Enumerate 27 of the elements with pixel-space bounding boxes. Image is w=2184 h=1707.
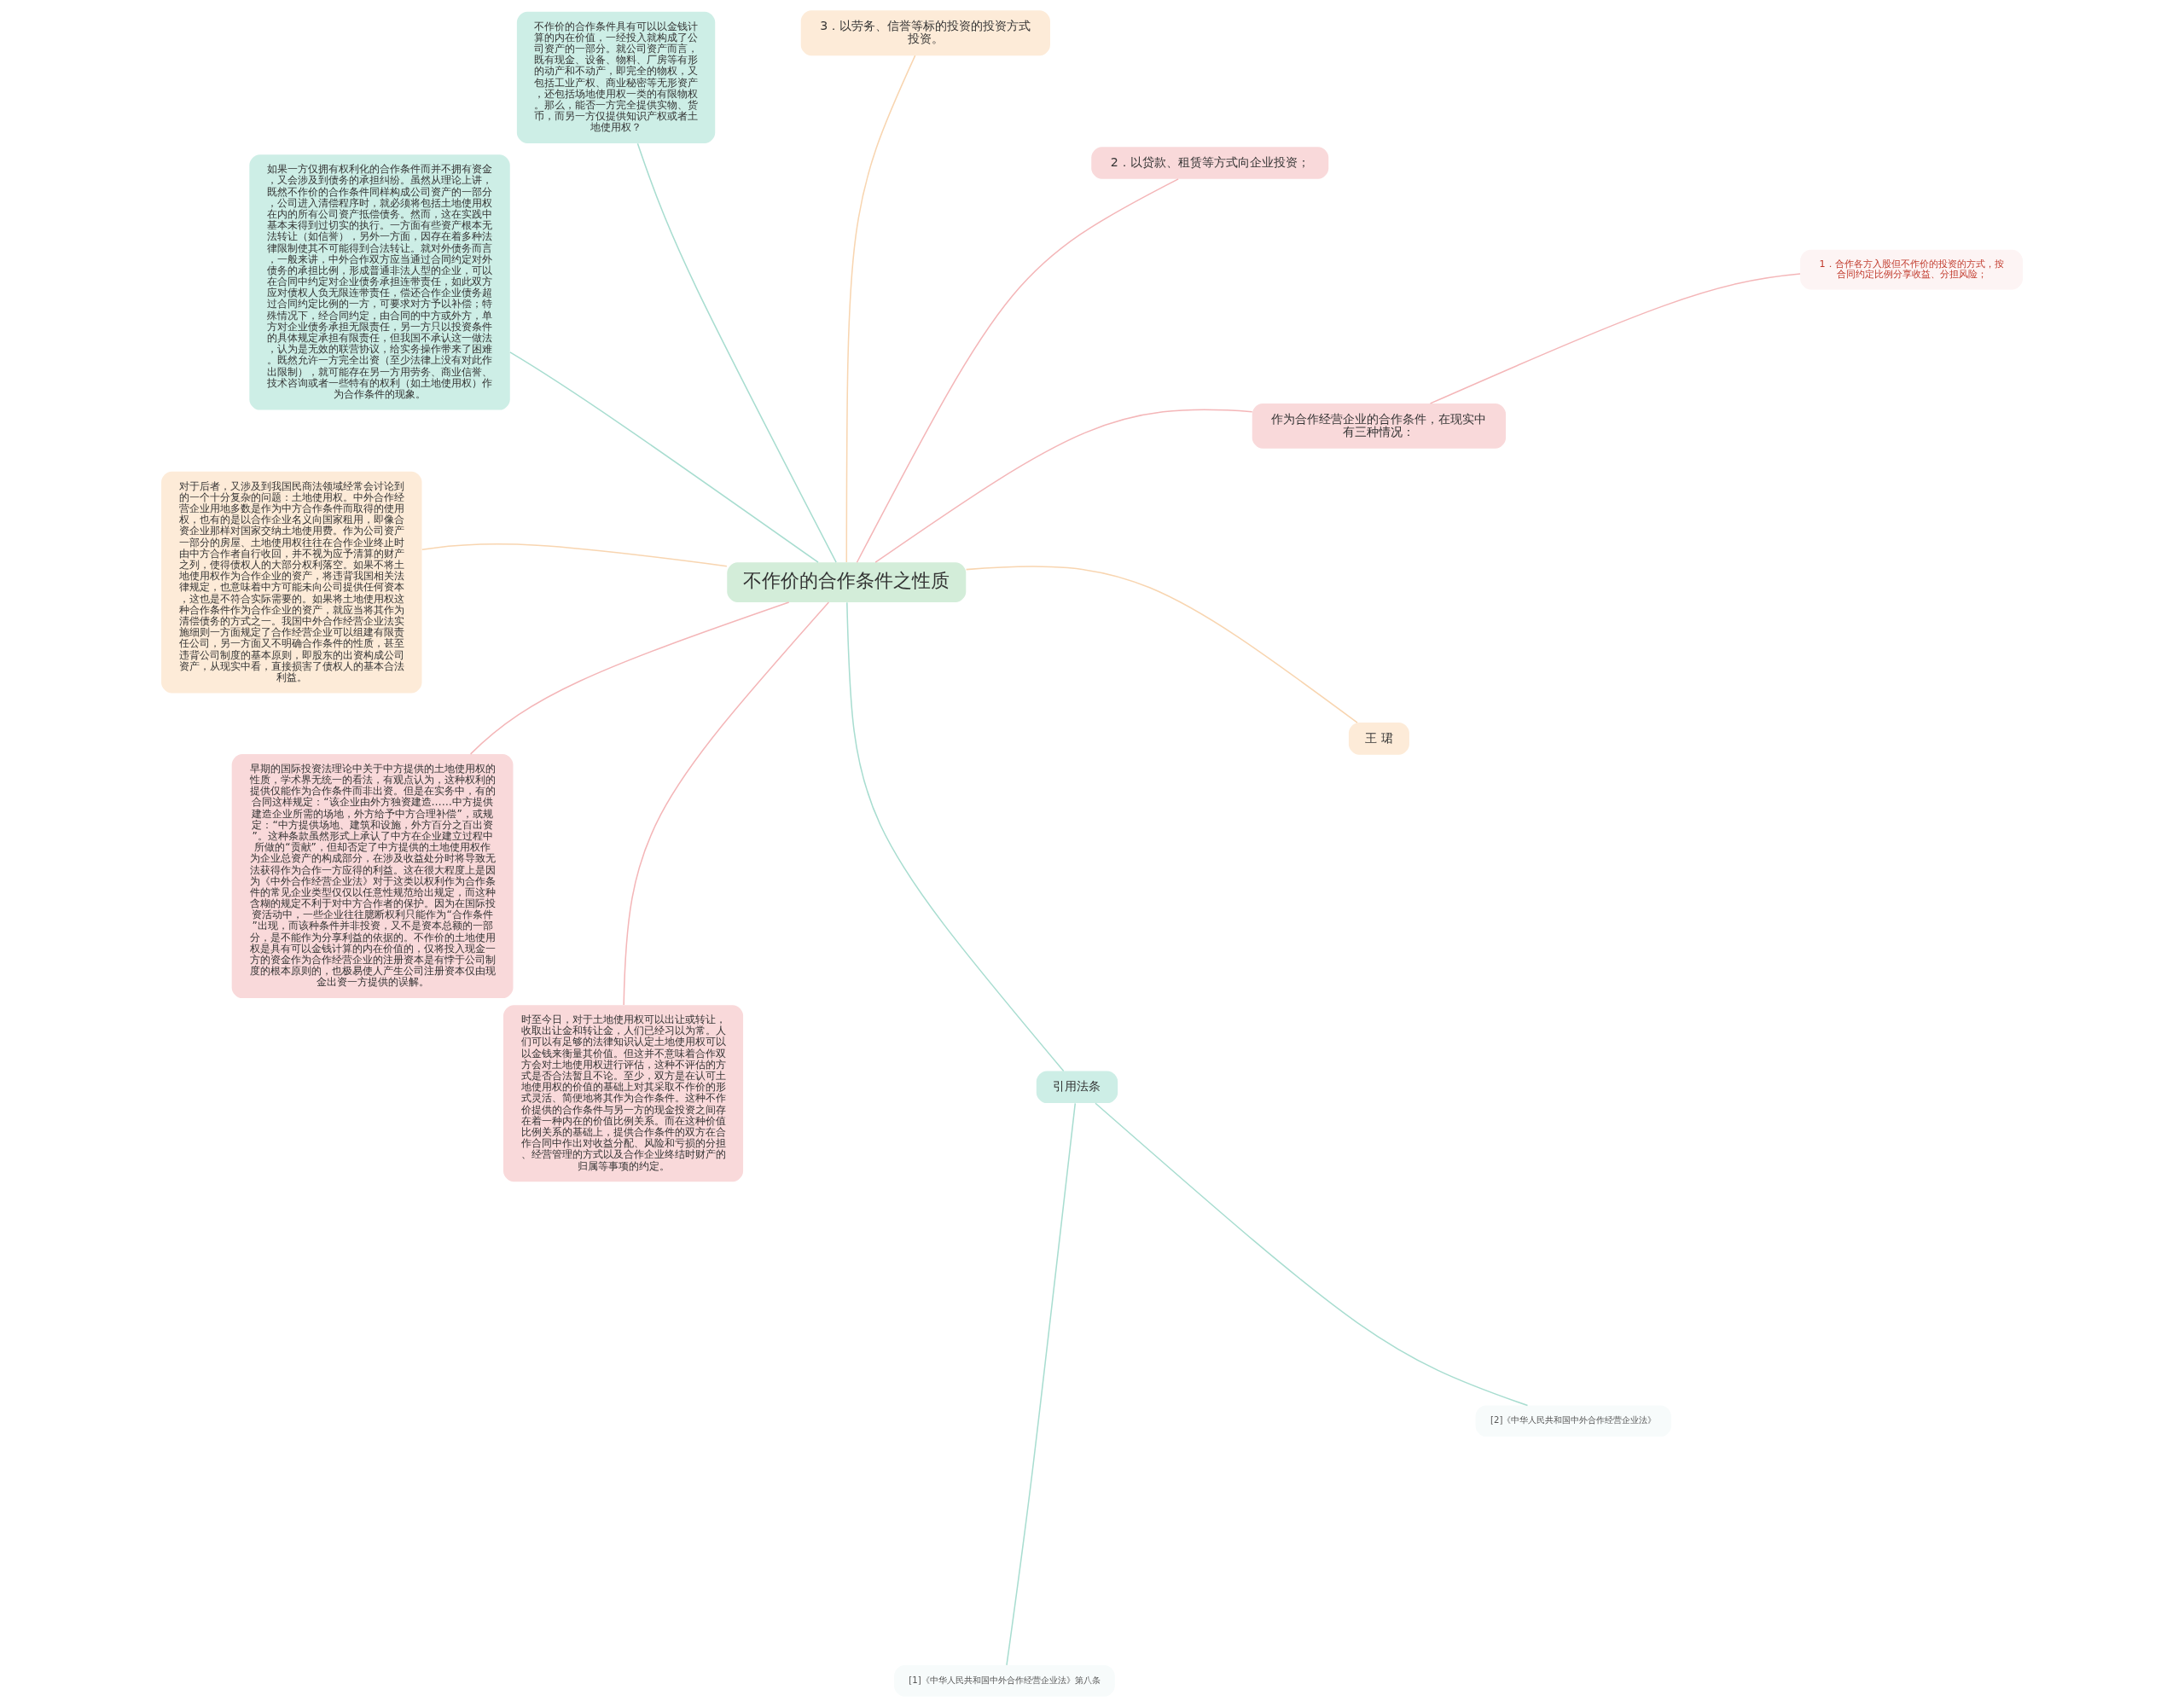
node-box: 引用法条	[1036, 1071, 1118, 1104]
node-box: [1]《中华人民共和国中外合作经营企业法》第八条	[894, 1665, 1115, 1697]
node-box: 时至今日，对于土地使用权可以出让或转让，收取出让金和转让金，人们已经习以为常。人们可以有足够的法律知识认定土地使用权可以以金钱来衡量其价值。但这并不意味着合作双方会对土地使用权进行评估，这种不评估的方式是否合法暂且不论。至少，双方是在认可土地使用权的价值的基础上对其采取不作价的形式灵活、简便地将其作为合作条件。这种不作价提供的合作条件与另一方的现金投资之间存在着一种内在的价值比例关系。而在这种价值比例关系的基础上，提供合作条件的双方在合作合同中作出对收益分配、风险和亏损的分担、经营管理的方式以及合作企业终结时财产的归属等事项的约定。	[503, 1005, 744, 1182]
connector	[845, 55, 916, 563]
node-box: 2．以贷款、租赁等方式向企业投资；	[1091, 147, 1329, 179]
node-box: 早期的国际投资法理论中关于中方提供的土地使用权的性质，学术界无统一的看法，有观点认为，这种权利的提供仅能作为合作条件而非出资。但是在实务中，有的合同这样规定：“该企业由外方独资建造……中方提供建造企业所需的场地，外方给予中方合理补偿”，或规定：“中方提供场地、建筑和设施，外方百分之百出资”。这种条款虽然形式上承认了中方在企业建立过程中所做的“贡献”，但却否定了中方提供的土地使用权作为企业总资产的构成部分，在涉及收益处分时将导致无法获得作为合作一方应得的利益。这在很大程度上是因为《中外合作经营企业法》对于这类以权利作为合作条件的常见企业类型仅仅以任意性规范给出规定，而这种含糊的规定不利于对中方合作者的保护。因为在国际投资活动中，一些企业往往臆断权利只能作为“合作条件”出现，而该种条件并非投资，又不是资本总额的一部分，是不能作为分享利益的依据的。不作价的土地使用权是具有可以金钱计算的内在价值的，仅将投入现金一方的资金作为合作经营企业的注册资本是有悖于公司制度的根本原则的，也极易使人产生公司注册资本仅由现金出资一方提供的误解。	[231, 753, 514, 999]
connector	[846, 601, 1065, 1072]
node-box: [2]《中华人民共和国中外合作经营企业法》	[1475, 1405, 1671, 1437]
node-box: 不作价的合作条件具有可以以金钱计算的内在价值，一经投入就构成了公司资产的一部分。就公司资产而言，既有现金、设备、物料、厂房等有形的动产和不动产，即完全的物权，又包括工业产权、商业秘密等无形资产，还包括场地使用权一类的有限物权。那么，能否一方完全提供实物、货币，而另一方仅提供知识产权或者土地使用权？	[516, 11, 716, 144]
connector	[874, 409, 1253, 563]
connector	[469, 601, 790, 755]
node-box: 王 珺	[1348, 723, 1409, 755]
connector	[623, 601, 830, 1006]
connector	[856, 178, 1179, 563]
connector	[1006, 1102, 1077, 1666]
node-box: 作为合作经营企业的合作条件，在现实中有三种情况：	[1252, 404, 1507, 449]
connector	[636, 142, 837, 563]
node-box: 对于后者，又涉及到我国民商法领域经常会讨论到的一个十分复杂的问题：土地使用权。中外合作经营企业用地多数是作为中方合作条件而取得的使用权，也有的是以合作企业名义向国家租用，即像合资企业那样对国家交纳土地使用费。作为公司资产一部分的房屋、土地使用权往往在合作企业终止时由中方合作者自行收回，并不视为应予清算的财产之列，使得债权人的大部分权利落空。如果不将土地使用权作为合作企业的资产，将违背我国相关法律规定，也意味着中方可能未向公司提供任何资本，这也是不符合实际需要的。如果将土地使用权这种合作条件作为合作企业的资产，就应当将其作为清偿债务的方式之一。我国中外合作经营企业法实施细则一方面规定了合作经营企业可以组建有限责任公司，另一方面又不明确合作条件的性质，甚至违背公司制度的基本原则，即股东的出资构成公司资产，从现实中看，直接损害了债权人的基本合法利益。	[161, 471, 422, 694]
node-box: 3．以劳务、信誉等标的投资的投资方式投资。	[800, 10, 1050, 56]
connector	[1095, 1102, 1529, 1407]
node-box: 如果一方仅拥有权利化的合作条件而并不拥有资金，又会涉及到债务的承担纠纷。虽然从理论上讲，既然不作价的合作条件同样构成公司资产的一部分，公司进入清偿程序时，就必须将包括土地使用权在内的所有公司资产抵偿债务。然而，这在实践中基本未得到过切实的执行。一方面有些资产根本无法转让（如信誉），另外一方面，因存在着多种法律限制使其不可能得到合法转让。就对外债务而言，一般来讲，中外合作双方应当通过合同约定对外债务的承担比例，形成普通非法人型的企业，可以在合同中约定对企业债务承担连带责任，如此双方应对债权人负无限连带责任，偿还合作企业债务超过合同约定比例的一方，可要求对方予以补偿；特殊情况下，经合同约定，由合同的中方或外方，单方对企业债务承担无限责任，另一方只以投资条件的具体规定承担有限责任，但我国不承认这一做法，认为是无效的联营协议，给实务操作带来了困难。既然允许一方完全出资（至少法律上没有对此作出限制），就可能存在另一方用劳务、商业信誉、技术咨询或者一些特有的权利（如土地使用权）作为合作条件的现象。	[249, 154, 510, 410]
connector	[509, 351, 819, 563]
node-box: 不作价的合作条件之性质	[727, 562, 967, 602]
connector	[965, 566, 1358, 723]
node-box: 1．合作各方入股但不作价的投资的方式，按合同约定比例分享收益、分担风险；	[1800, 249, 2023, 290]
connector	[1429, 273, 1801, 404]
connector	[421, 543, 728, 567]
